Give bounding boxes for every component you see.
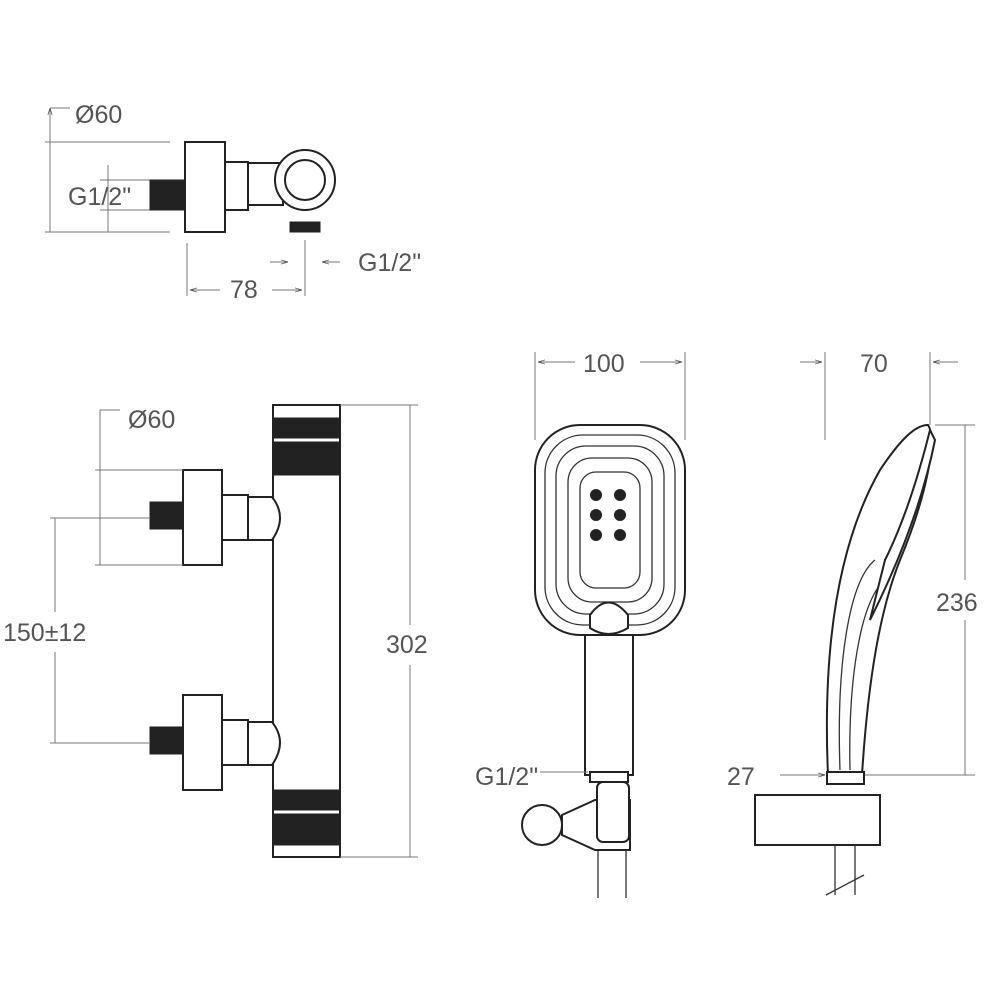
top-diameter-label: Ø60 [75, 101, 122, 129]
front-diameter-label: Ø60 [128, 406, 175, 434]
top-outlet-thread-label: G1/2" [358, 249, 421, 277]
shower-width-label: 100 [583, 350, 625, 378]
front-view-mixer: Ø60 150±12 302 [3, 404, 428, 858]
holder-label: 27 [727, 763, 755, 791]
side-length-label: 236 [936, 589, 978, 617]
centers-label: 150±12 [3, 619, 86, 647]
hand-shower-front: 100 G1/2" [475, 350, 686, 898]
side-depth-label: 70 [860, 350, 888, 378]
top-depth-label: 78 [230, 276, 258, 304]
shower-thread-label: G1/2" [475, 763, 538, 791]
top-view-connector: Ø60 G1/2" G1/2" 78 [45, 101, 421, 304]
top-inlet-thread-label: G1/2" [68, 183, 131, 211]
height-label: 302 [386, 631, 428, 659]
hand-shower-side: 70 236 27 [727, 350, 978, 896]
